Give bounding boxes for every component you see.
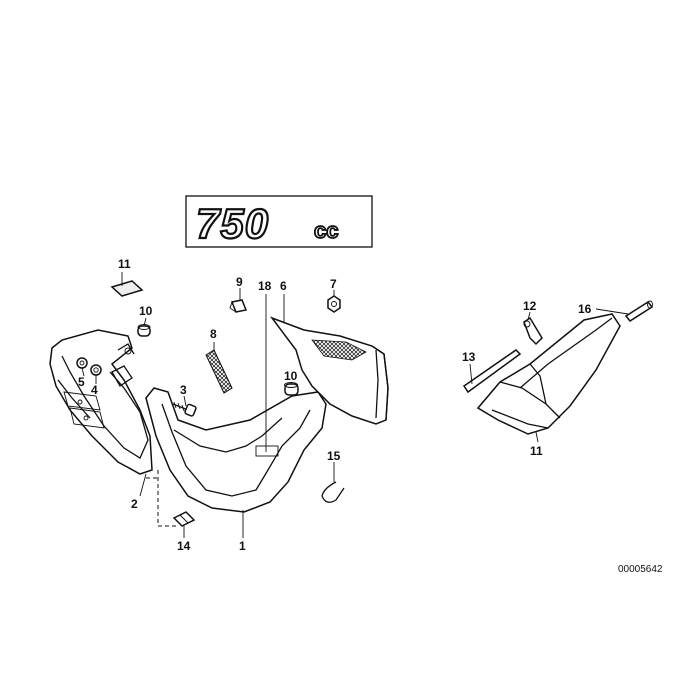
part-7-nut	[327, 295, 341, 313]
part-9-clip	[229, 299, 248, 313]
part-6-inner-panel	[269, 316, 389, 425]
part-5-nut	[76, 357, 88, 369]
callout-7: 7	[330, 277, 337, 291]
callout-15: 14	[177, 539, 191, 553]
badge-suffix: cc	[314, 218, 338, 243]
leader-lines	[81, 272, 629, 538]
part-10-grommet-left	[137, 324, 151, 337]
callout-17: 16	[578, 302, 592, 316]
part-14-edge-strip	[462, 349, 522, 394]
part-11-pad	[110, 280, 144, 297]
part-10-grommet-right	[284, 382, 299, 396]
callout-10-left: 10	[139, 304, 153, 318]
part-12-right-cover	[476, 313, 621, 435]
part-2-side-fairing	[49, 329, 153, 475]
callout-6: 6	[280, 279, 287, 293]
callout-16: 15	[327, 449, 341, 463]
part-4-washer	[90, 364, 102, 376]
callout-12: 11	[530, 444, 543, 458]
part-17-pin	[624, 300, 654, 322]
callout-2: 2	[131, 497, 138, 511]
callout-8: 8	[210, 327, 217, 341]
callout-13: 12	[523, 299, 537, 313]
part-8-mesh-strip	[205, 349, 233, 394]
reference-number: 00005642	[618, 564, 663, 575]
callout-1: 1	[239, 539, 246, 553]
assembly-lines	[146, 470, 178, 527]
part-13-bracket	[523, 316, 543, 346]
part-15-clip-nut	[172, 511, 196, 527]
callout-3: 3	[180, 383, 187, 397]
callout-labels: 11 10 9 18 6 7 8 3 10 5 4 2 1 14 15 13 1…	[78, 257, 592, 553]
badge-number: 750	[196, 200, 269, 247]
callout-10-right: 10	[284, 369, 298, 383]
part-18-sticker	[255, 445, 279, 457]
badge-750cc: 750 cc	[185, 195, 373, 248]
callout-4: 4	[91, 383, 98, 397]
part-16-spring-clip	[321, 481, 345, 503]
callout-9: 9	[236, 275, 243, 289]
callout-18: 18	[258, 279, 272, 293]
callout-14: 13	[462, 350, 476, 364]
callout-5: 5	[78, 375, 85, 389]
part-1-lower-fairing	[145, 387, 327, 513]
callout-11: 11	[118, 257, 131, 271]
